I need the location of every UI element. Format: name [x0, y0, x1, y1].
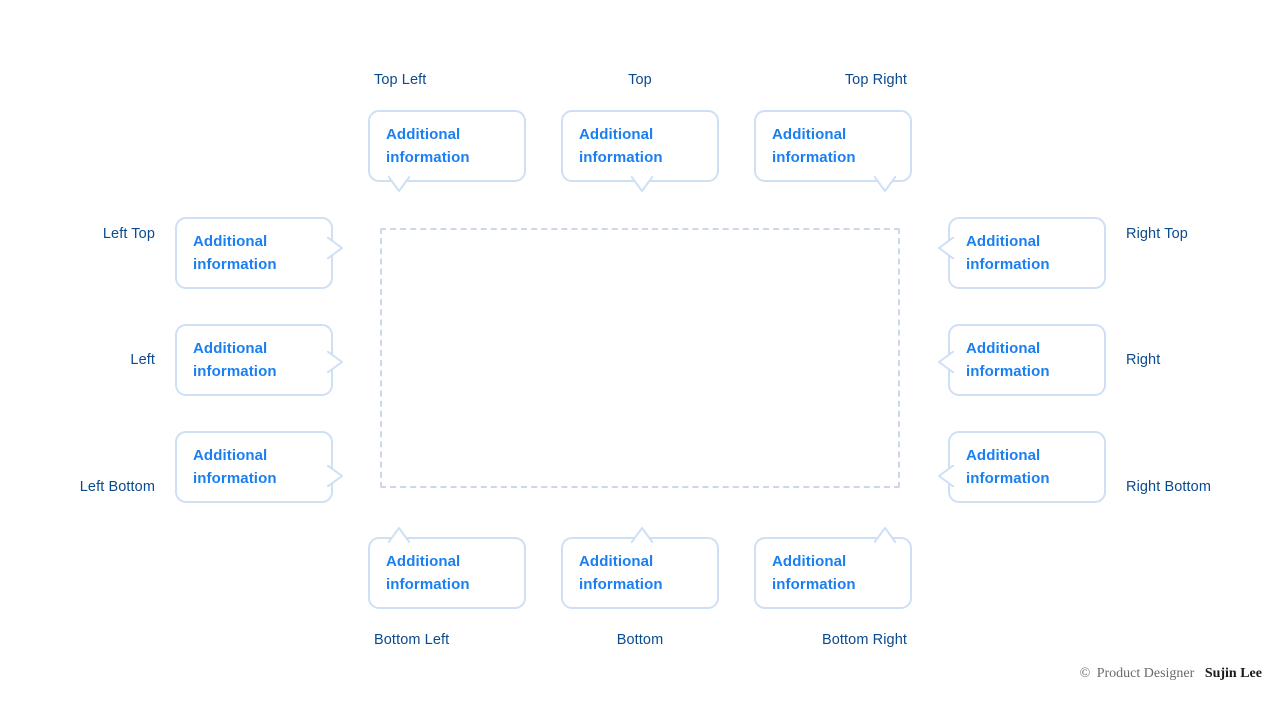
copyright-icon: ©	[1079, 666, 1091, 681]
credit-line: © Product Designer Sujin Lee	[1080, 666, 1262, 682]
label-left-bottom: Left Bottom	[79, 479, 155, 495]
tooltip-text: Additional information	[966, 446, 1050, 487]
tooltip-right[interactable]: Additional information	[938, 324, 1106, 396]
label-top-right: Top Right	[844, 72, 907, 88]
tooltip-top-right[interactable]: Additional information	[754, 110, 912, 192]
tooltip-text: Additional information	[772, 125, 856, 166]
tooltip-text: Additional information	[193, 339, 277, 380]
tooltip-top[interactable]: Additional information	[561, 110, 719, 192]
tooltip-text: Additional information	[193, 232, 277, 273]
credit-role: Product Designer	[1096, 666, 1195, 681]
tooltip-left-bottom[interactable]: Additional information	[175, 431, 343, 503]
label-top: Top	[628, 72, 652, 88]
tooltip-bottom-right[interactable]: Additional information	[754, 527, 912, 609]
tooltip-text: Additional information	[579, 552, 663, 593]
tooltip-top-left[interactable]: Additional information	[368, 110, 526, 192]
tooltip-text: Additional information	[966, 232, 1050, 273]
tooltip-left-top[interactable]: Additional information	[175, 217, 343, 289]
label-bottom-right: Bottom Right	[821, 632, 907, 648]
label-left-top: Left Top	[102, 226, 155, 242]
tooltip-text: Additional information	[386, 552, 470, 593]
tooltip-text: Additional information	[772, 552, 856, 593]
tooltip-text: Additional information	[966, 339, 1050, 380]
tooltip-right-bottom[interactable]: Additional information	[938, 431, 1106, 503]
label-bottom-left: Bottom Left	[374, 632, 450, 648]
tooltip-text: Additional information	[193, 446, 277, 487]
tooltip-right-top[interactable]: Additional information	[938, 217, 1106, 289]
tooltip-bottom-left[interactable]: Additional information	[368, 527, 526, 609]
label-right-top: Right Top	[1126, 226, 1188, 242]
label-right: Right	[1126, 352, 1161, 368]
tooltip-left[interactable]: Additional information	[175, 324, 343, 396]
label-right-bottom: Right Bottom	[1126, 479, 1212, 495]
credit-name: Sujin Lee	[1204, 666, 1262, 681]
label-top-left: Top Left	[374, 72, 427, 88]
tooltip-text: Additional information	[386, 125, 470, 166]
tooltip-text: Additional information	[579, 125, 663, 166]
label-bottom: Bottom	[616, 632, 664, 648]
content-placeholder-area	[380, 228, 900, 488]
tooltip-bottom[interactable]: Additional information	[561, 527, 719, 609]
label-left: Left	[130, 352, 155, 368]
